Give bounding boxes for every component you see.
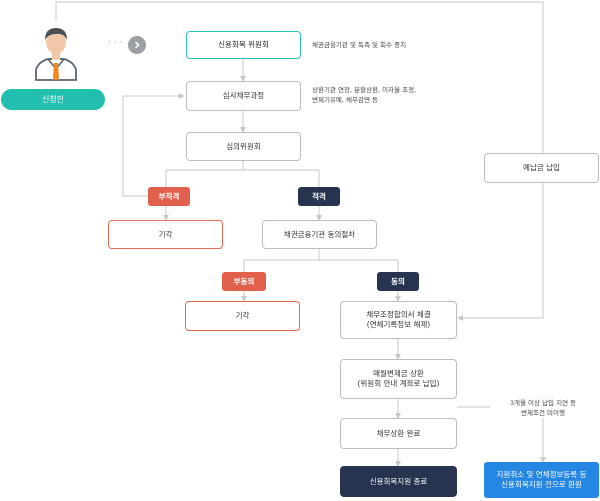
agree-label: 동의 [377, 272, 419, 291]
dots-connector: · · · [108, 38, 123, 48]
delay-condition-note: 3개월 이상 납입 지연 등 변제조건 미이행 [490, 398, 596, 418]
review-details-note: 상환기관 연장, 분할상환, 이자율 조정, 변제기유예, 채무감면 등 [312, 86, 417, 104]
repayment-complete-node: 채무상환 완료 [340, 418, 457, 449]
support-end-node: 신용회복지원 종료 [340, 466, 457, 497]
suitable-label: 적격 [298, 187, 340, 206]
creditor-consent-node: 채권금융기관 동의절차 [262, 220, 377, 249]
deposit-payment-node: 예납금 납입 [484, 153, 599, 183]
disagree-rejected-node: 기각 [185, 301, 300, 331]
monthly-repayment-node: 매월변제금 상환 (위원회 안내 계좌로 납입) [340, 359, 457, 399]
collection-stop-note: 채권금융기관 및 독촉 및 회수 중지 [312, 41, 407, 49]
review-process-node: 심사채무과정 [186, 81, 301, 111]
agreement-signed-node: 채무조정합의서 체결 (연체기록정보 해제) [340, 301, 457, 339]
applicant-label: 신청인 [1, 89, 105, 110]
cancellation-node: 지원취소 및 연체정보등록 등 신용회복지원 전으로 환원 [484, 462, 599, 498]
chevron-right-icon[interactable] [128, 36, 146, 54]
disagree-label: 부동의 [222, 272, 266, 291]
unsuitable-label: 부적격 [148, 187, 190, 206]
deliberation-committee-node: 심의위원회 [186, 132, 301, 161]
credit-committee-node: 신용회복 위원회 [186, 31, 301, 59]
person-icon [35, 28, 77, 81]
rejected-node: 기각 [108, 220, 223, 249]
applicant-avatar [26, 22, 86, 82]
